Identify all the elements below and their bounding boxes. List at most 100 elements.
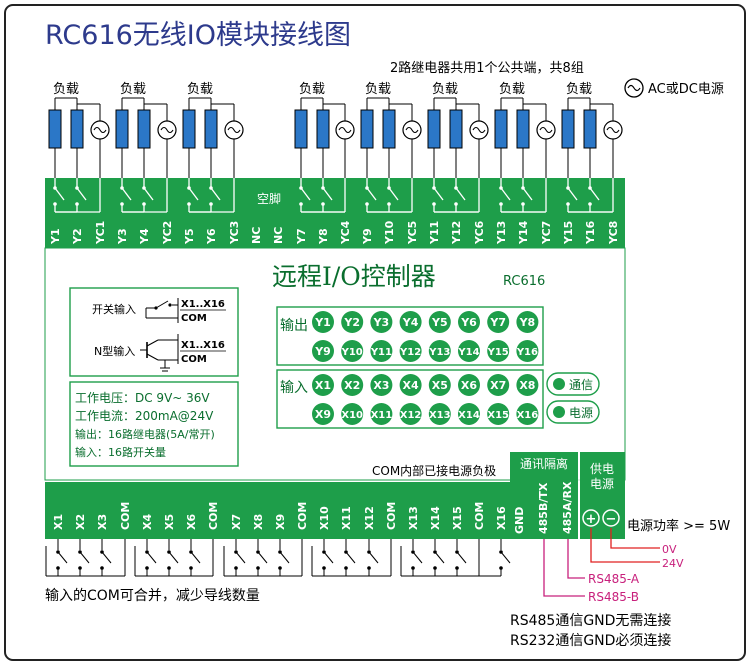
led-label: X16: [517, 410, 539, 421]
led-label: X2: [344, 379, 360, 392]
top-terminal-label: Y5: [183, 228, 196, 245]
led-indicator: [487, 374, 510, 396]
led-indicator: [341, 311, 364, 333]
led-label: X13: [429, 410, 451, 421]
load-resistor-icon: [115, 109, 129, 149]
load-resistor-icon: [360, 109, 374, 149]
top-terminal-label: YC4: [339, 220, 352, 245]
load-group: 负载: [48, 82, 110, 178]
top-terminal-label: NC: [250, 227, 263, 244]
npn-input-label: N型输入: [94, 344, 135, 358]
top-terminal-label: YC3: [228, 221, 241, 245]
led-indicator: [312, 403, 334, 425]
led-label: Y3: [373, 316, 390, 329]
power-note: 电源功率 >= 5W: [627, 518, 730, 534]
led-indicator: [399, 340, 422, 362]
led-label: X10: [341, 410, 363, 421]
load-group: 负载: [427, 82, 489, 178]
top-terminal-label: Y9: [361, 228, 374, 245]
bottom-terminal-label: COM: [473, 502, 486, 530]
power-block-line1: 供电: [590, 462, 614, 476]
wire-24v: [590, 528, 660, 563]
led-label: Y16: [516, 347, 538, 358]
load-label: 负载: [299, 82, 325, 97]
power-block-line2: 电源: [590, 477, 614, 491]
led-label: Y13: [428, 347, 450, 358]
bottom-terminal-label: X7: [230, 514, 243, 530]
led-indicator: [516, 340, 539, 362]
input-switch-icon: [234, 539, 246, 576]
kongjiao-label: 空脚: [257, 191, 281, 206]
load-resistor-icon: [382, 109, 396, 149]
top-terminal-label: YC8: [607, 221, 620, 245]
load-resistor-icon: [561, 109, 575, 149]
bottom-terminal-label: COM: [207, 502, 220, 530]
load-resistor-icon: [516, 109, 530, 149]
isolation-header: [510, 452, 578, 492]
bottom-terminal-label: X9: [274, 514, 287, 530]
led-label: Y12: [399, 347, 421, 358]
led-label: Y7: [489, 316, 506, 329]
led-indicator: [458, 374, 480, 396]
load-group: 负载: [494, 82, 556, 178]
label-rs485a: RS485-A: [588, 572, 640, 586]
spec-input: 输入：16路开关量: [75, 445, 166, 459]
bottom-terminal-label: X1: [52, 514, 65, 530]
led-label: X9: [315, 408, 331, 421]
load-resistor-icon: [70, 109, 84, 149]
comm-led-icon: [553, 378, 565, 390]
top-terminal-label: Y4: [138, 228, 151, 245]
led-indicator: [458, 340, 480, 362]
input-switch-icon: [145, 539, 157, 576]
gnd-note-1: RS485通信GND无需连接: [510, 612, 671, 629]
led-indicator: [370, 340, 393, 362]
power-header: [580, 452, 625, 492]
load-resistor-icon: [494, 109, 508, 149]
load-label: 负载: [53, 82, 79, 97]
isolation-label: 通讯隔离: [520, 456, 568, 471]
led-label: X15: [487, 410, 509, 421]
com-merge-note: 输入的COM可合并，减少导线数量: [45, 588, 260, 604]
load-group: 负载: [115, 82, 177, 178]
bottom-terminal-label: X8: [252, 514, 265, 530]
plus-terminal-icon: [582, 509, 600, 527]
led-label: Y15: [487, 347, 509, 358]
controller-title: 远程I/O控制器: [272, 262, 436, 291]
led-indicator: [370, 374, 393, 396]
wire-0v: [610, 528, 660, 549]
led-label: X7: [490, 379, 506, 392]
relay-contact-icon: [142, 178, 154, 212]
label-0v: 0V: [662, 543, 677, 556]
top-terminal-label: Y14: [517, 220, 530, 245]
input-switch-icon: [479, 539, 511, 577]
input-switch-icon: [167, 539, 179, 576]
top-terminal-label: NC: [272, 227, 285, 244]
top-relay-switches: [53, 178, 614, 213]
input-switch-icon: [455, 539, 467, 576]
led-label: X1: [315, 379, 331, 392]
top-terminal-label: Y13: [495, 221, 508, 245]
top-terminal-label: YC1: [94, 221, 107, 245]
led-indicator: [399, 374, 422, 396]
led-indicator: [428, 340, 451, 362]
load-label: 负载: [187, 82, 213, 97]
top-terminal-label: Y2: [71, 228, 84, 245]
led-label: Y11: [370, 347, 392, 358]
bottom-terminal-label: X4: [141, 514, 154, 530]
bottom-terminal-label: COM: [296, 502, 309, 530]
led-label: Y10: [341, 347, 363, 358]
bottom-terminal-label: X3: [96, 514, 109, 530]
bottom-terminal-label: X10: [318, 506, 331, 530]
load-resistor-icon: [449, 109, 463, 149]
top-terminal-label: Y10: [383, 220, 396, 245]
comm-led-label: 通信: [569, 378, 593, 392]
top-terminal-strip: [45, 178, 625, 248]
led-indicator: [399, 403, 422, 425]
led-label: X14: [458, 410, 480, 421]
input-switch-icon: [78, 539, 90, 576]
led-label: Y5: [431, 316, 448, 329]
